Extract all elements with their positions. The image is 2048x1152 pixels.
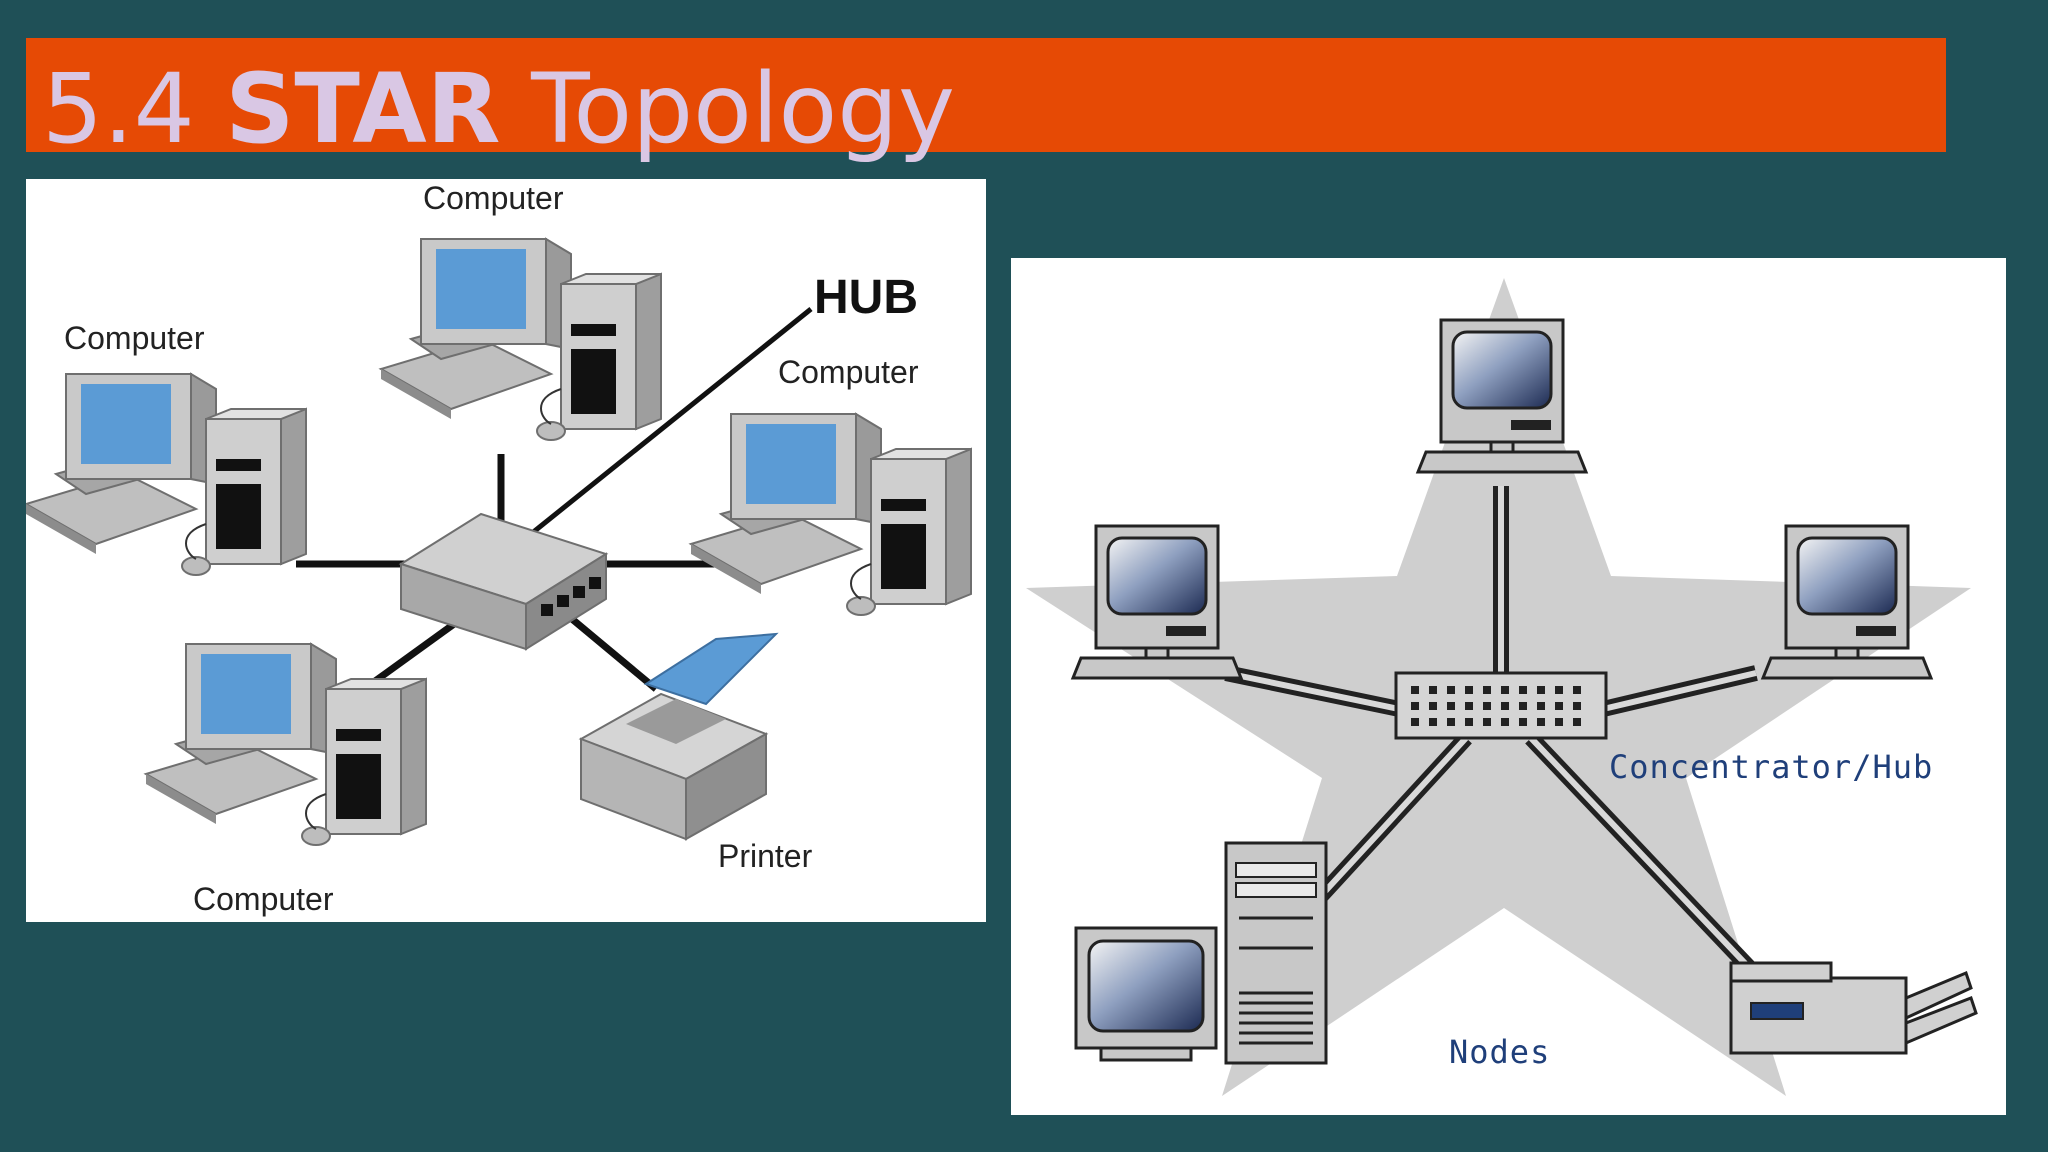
label-printer: Printer [718,838,813,874]
concentrator-hub-device [1394,671,1608,740]
label-computer-left: Computer [64,320,205,356]
computer-top [380,238,662,441]
label-computer-right: Computer [778,354,919,390]
cable-bottom-left [368,616,464,687]
right-star-diagram: Concentrator/Hub Nodes [1011,258,2006,1115]
printer-device [578,632,779,841]
computer-right [690,413,972,616]
label-computer-top: Computer [423,180,564,216]
slide-title: 5.4 STAR Topology [42,44,955,174]
title-bar [26,38,1946,152]
title-rest: Topology [531,53,955,165]
computer-left [26,373,307,576]
label-hub: HUB [814,271,918,324]
left-star-diagram: Computer Computer Computer Computer Prin… [26,179,986,922]
hub-device [398,512,609,651]
title-number: 5.4 [42,53,195,165]
label-nodes: Nodes [1449,1033,1550,1071]
workstation-bottom-left [1074,841,1328,1065]
title-bold: STAR [225,53,501,165]
cable-printer [563,611,659,692]
label-computer-bottom: Computer [193,881,334,917]
printer-node [1729,961,1978,1055]
label-concentrator-hub: Concentrator/Hub [1609,748,1933,786]
hub-pointer-line [504,307,813,556]
